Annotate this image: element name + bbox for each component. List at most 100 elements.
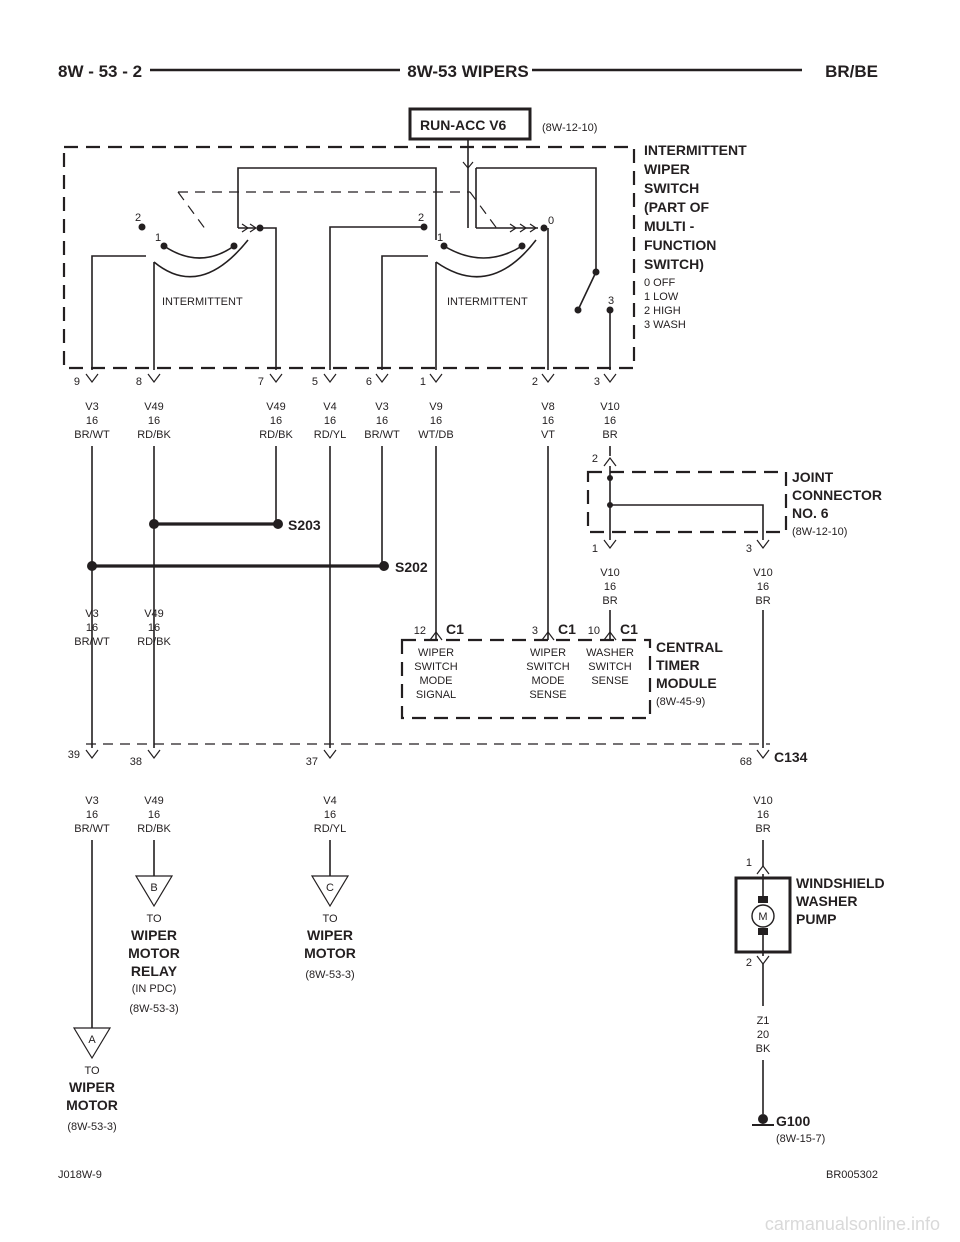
switch-pos-label: 1: [155, 232, 161, 244]
destination-name-line: MOTOR: [128, 945, 180, 961]
ctm-terminal-label: WASHER: [586, 647, 634, 659]
connector-id: C1: [446, 621, 464, 637]
destination-name-line: RELAY: [131, 963, 178, 979]
pin-number: 38: [130, 756, 142, 768]
ctm-terminal-label: SWITCH: [588, 661, 631, 673]
joint-connector-title-line: CONNECTOR: [792, 487, 882, 503]
wire-color: BR: [755, 823, 770, 835]
pin-number: 9: [74, 376, 80, 388]
wire-gauge: 16: [148, 809, 160, 821]
wire-color: RD/BK: [137, 429, 171, 441]
pin-number: 1: [746, 857, 752, 869]
central-timer-module: 12 C1 3 C1 10 C1 WIPER SWITCH MODE SIGNA…: [400, 621, 723, 720]
wire-circuit: V10: [753, 795, 773, 807]
wire-gauge: 16: [757, 809, 769, 821]
pump-title-line: WASHER: [796, 893, 857, 909]
wire-circuit: V10: [600, 567, 620, 579]
wire-circuit: V4: [323, 795, 336, 807]
ctm-terminal-label: SIGNAL: [416, 689, 456, 701]
destination-name-line: WIPER: [307, 927, 353, 943]
wire-color: RD/BK: [137, 823, 171, 835]
wire-color: RD/YL: [314, 823, 346, 835]
pin-number: 10: [588, 625, 600, 637]
pin-number: 6: [366, 376, 372, 388]
joint-connector: 2 1 3 JOINT CONNECTOR NO. 6 (8W-12-10): [586, 453, 882, 555]
ctm-title-line: MODULE: [656, 675, 717, 691]
footer-figure-id: J018W-9: [58, 1169, 102, 1181]
switch-title-line: SWITCH): [644, 256, 704, 272]
lower-wire-ids: V3 16 BR/WT V49 16 RD/BK V4 16 RD/YL V10…: [74, 795, 773, 835]
destination-name-line: WIPER: [69, 1079, 115, 1095]
power-source: RUN-ACC V6 (8W-12-10): [408, 107, 597, 141]
switch-title-line: SWITCH: [644, 180, 699, 196]
joint-connector-title-line: NO. 6: [792, 505, 829, 521]
destination-ref: (8W-53-3): [67, 1121, 116, 1133]
switch-title-line: MULTI -: [644, 218, 695, 234]
wire-gauge: 16: [148, 415, 160, 427]
mid-wire-ids: V3 16 BR/WT V49 16 RD/BK: [74, 608, 171, 648]
jc-wire-ids: V10 16 BR V10 16 BR: [600, 567, 773, 748]
pin-number: 7: [258, 376, 264, 388]
header-page-number: 8W - 53 - 2: [58, 62, 142, 81]
switch-title-line: INTERMITTENT: [644, 142, 747, 158]
wire-circuit: V3: [85, 401, 98, 413]
switch-housing: [62, 145, 636, 370]
pump-title-line: PUMP: [796, 911, 836, 927]
washer-pump: 1 M 2 WINDSHIELD WASHER PUMP: [734, 840, 885, 969]
switch-pos-label: 3: [608, 295, 614, 307]
wire-gauge: 16: [324, 809, 336, 821]
switch-pos-label: 0: [548, 215, 554, 227]
wire-color: RD/YL: [314, 429, 346, 441]
ctm-ref: (8W-45-9): [656, 696, 705, 708]
middle-wiring: S203 S202: [87, 446, 611, 748]
page-footer: J018W-9 BR005302 carmanualsonline.info: [58, 1169, 940, 1234]
wire-color: BK: [756, 1043, 771, 1055]
wire-circuit: V4: [323, 401, 336, 413]
wire-circuit: V3: [375, 401, 388, 413]
destination-sub: (IN PDC): [132, 983, 177, 995]
wire-color: VT: [541, 429, 555, 441]
ctm-terminal-label: SWITCH: [526, 661, 569, 673]
destination-to: TO: [84, 1065, 100, 1077]
pin-number: 12: [414, 625, 426, 637]
pin-number: 1: [592, 543, 598, 555]
switch-legend-item: 0 OFF: [644, 277, 675, 289]
destination-name-line: MOTOR: [66, 1097, 118, 1113]
switch-connector-pins: 9 8 7 5 6 1 2 3: [74, 373, 617, 388]
wire-gauge: 20: [757, 1029, 769, 1041]
wire-gauge: 16: [604, 415, 616, 427]
wire-circuit: V10: [753, 567, 773, 579]
wire-gauge: 16: [376, 415, 388, 427]
ctm-terminal-label: SWITCH: [414, 661, 457, 673]
ctm-title-line: TIMER: [656, 657, 700, 673]
header-model: BR/BE: [825, 62, 878, 81]
page-header: 8W - 53 - 2 8W-53 WIPERS BR/BE: [58, 62, 878, 81]
power-label: RUN-ACC V6: [420, 117, 507, 133]
ground-label: G100: [776, 1113, 810, 1129]
pin-number: 68: [740, 756, 752, 768]
motor-icon: M: [758, 911, 767, 923]
joint-connector-ref: (8W-12-10): [792, 526, 847, 538]
footer-drawing-id: BR005302: [826, 1169, 878, 1181]
ctm-terminal-label: SENSE: [591, 675, 628, 687]
wire-gauge: 16: [324, 415, 336, 427]
switch-title: INTERMITTENT WIPER SWITCH (PART OF MULTI…: [644, 142, 747, 331]
splice-s203-label: S203: [288, 517, 321, 533]
destination-c: C TO WIPER MOTOR (8W-53-3): [304, 840, 356, 981]
pin-number: 8: [136, 376, 142, 388]
pin-number: 2: [532, 376, 538, 388]
switch-inner-label: INTERMITTENT: [162, 296, 243, 308]
pin-number: 2: [746, 957, 752, 969]
wire-color: BR: [755, 595, 770, 607]
switch-legend-item: 3 WASH: [644, 319, 686, 331]
wire-gauge: 16: [604, 581, 616, 593]
wire-gauge: 16: [86, 809, 98, 821]
switch-legend-item: 1 LOW: [644, 291, 679, 303]
ground-ref: (8W-15-7): [776, 1133, 825, 1145]
wire-gauge: 16: [757, 581, 769, 593]
wire-circuit: V9: [429, 401, 442, 413]
switch-legend-item: 2 HIGH: [644, 305, 681, 317]
wire-circuit: V49: [266, 401, 286, 413]
wire-circuit: V3: [85, 795, 98, 807]
